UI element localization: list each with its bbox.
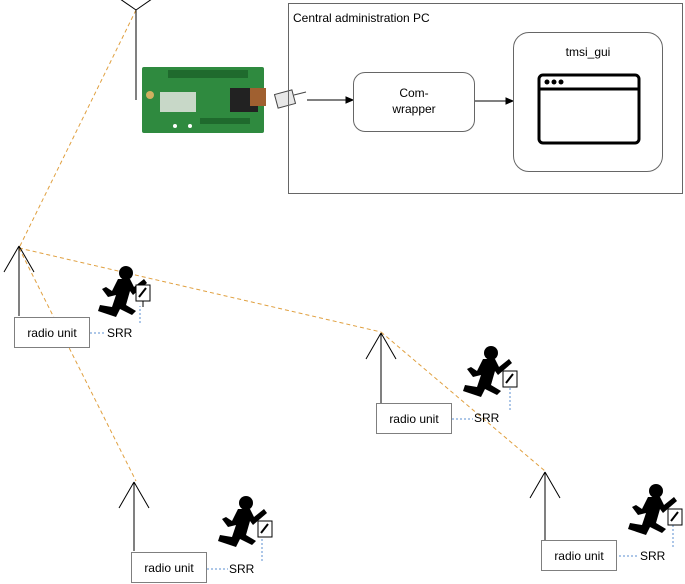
arrows [307, 96, 515, 105]
antenna-icon [529, 471, 561, 541]
link-base-to-station1 [18, 9, 137, 249]
com-wrapper-label-1: Com- [399, 86, 429, 100]
com-wrapper-box: Com- wrapper [353, 72, 475, 132]
antenna-icon [120, 0, 152, 100]
antenna-icon [118, 481, 150, 551]
radio-unit-label: radio unit [144, 560, 194, 575]
usb-plug-icon [273, 89, 307, 109]
srr-label: SRR [107, 326, 133, 340]
link-station1-to-station3 [18, 247, 137, 482]
antenna-icon [3, 245, 35, 316]
radio-unit-box: radio unit [541, 540, 617, 571]
central-admin-pc-frame: Central administration PC Com- wrapper t… [288, 3, 683, 194]
app-window-icon [537, 73, 641, 145]
com-wrapper-label-2: wrapper [392, 102, 436, 116]
radio-unit-box: radio unit [376, 403, 452, 434]
radio-unit-label: radio unit [389, 411, 439, 426]
srr-links [90, 306, 674, 570]
srr-label: SRR [474, 411, 500, 425]
pc-title: Central administration PC [293, 11, 430, 25]
radio-unit-box: radio unit [131, 552, 207, 583]
runner-icon [463, 346, 518, 397]
runner-icon [628, 484, 683, 535]
radio-unit-label: radio unit [27, 325, 77, 340]
runner-icon [218, 496, 273, 547]
link-station1-to-station2 [18, 247, 382, 333]
tmsi-gui-box: tmsi_gui [513, 32, 663, 172]
radio-unit-label: radio unit [554, 548, 604, 563]
antenna-icon [365, 332, 397, 403]
srr-label: SRR [640, 549, 666, 563]
runner-icon [98, 266, 151, 317]
radio-links [18, 9, 546, 482]
circuit-board-icon [142, 67, 266, 133]
radio-unit-box: radio unit [14, 317, 90, 348]
link-station2-to-station4 [380, 331, 546, 472]
srr-label: SRR [229, 562, 255, 576]
tmsi-gui-label: tmsi_gui [565, 45, 611, 59]
